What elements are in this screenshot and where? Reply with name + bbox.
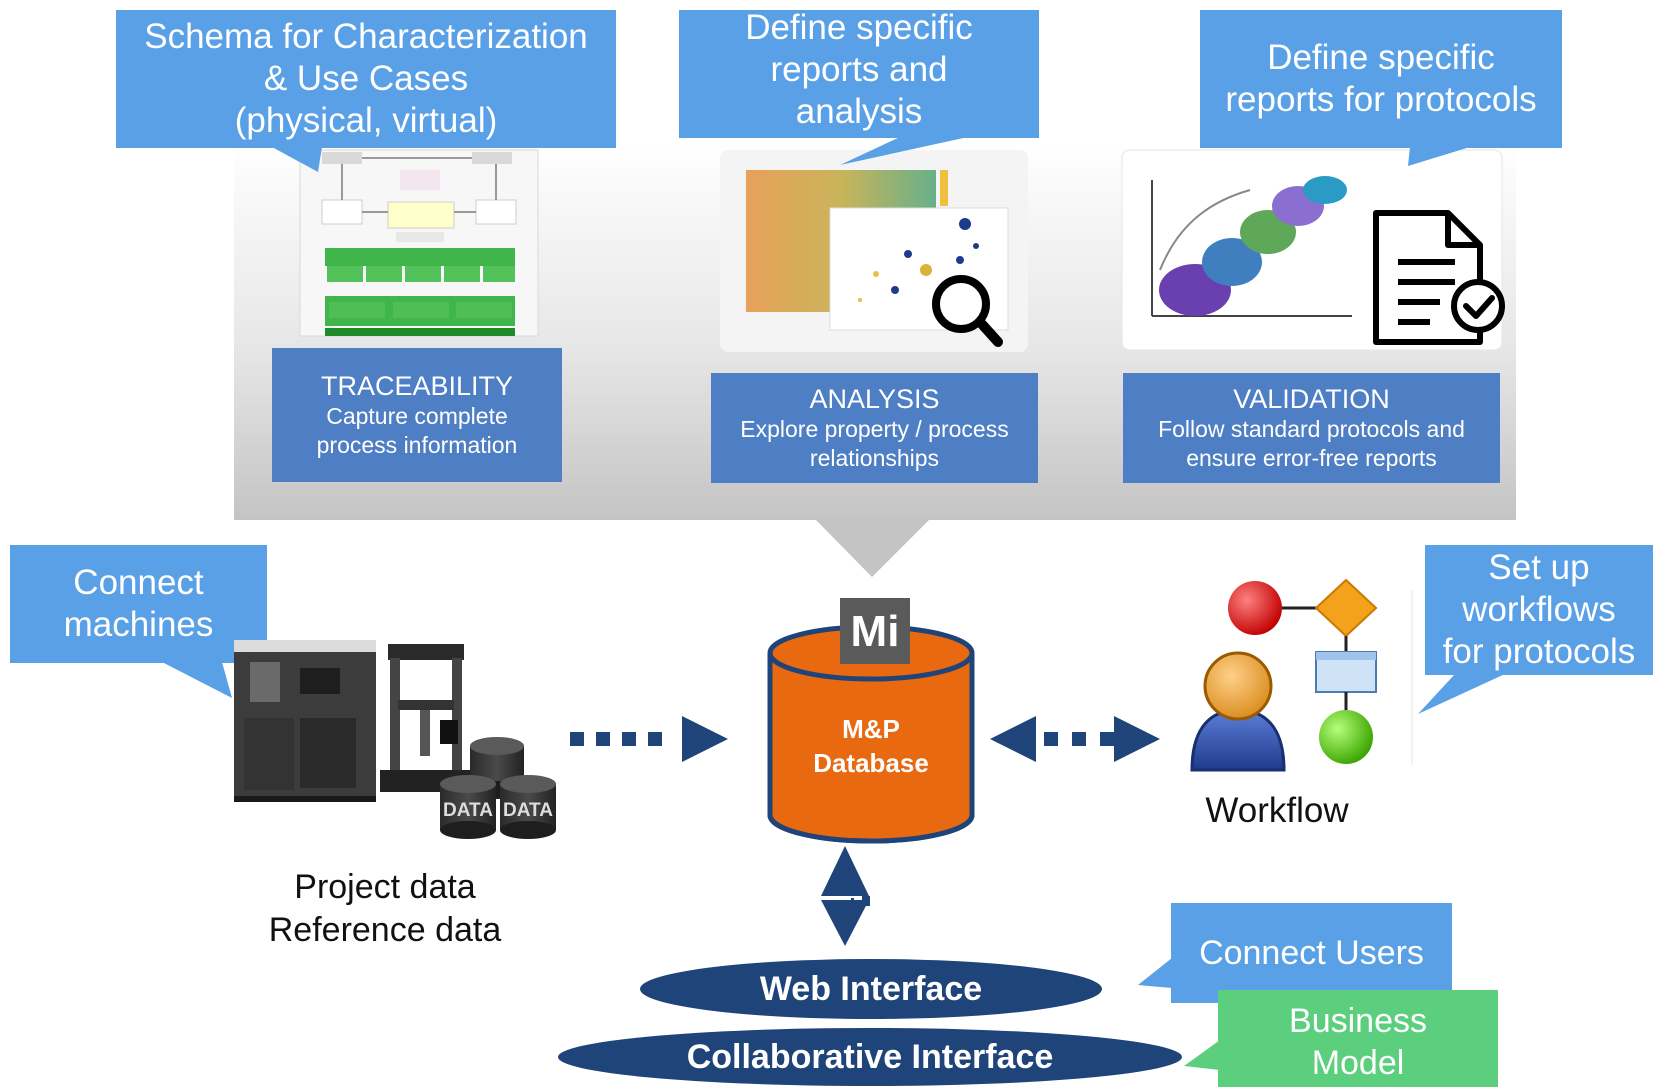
- traceability-subtitle: Capture complete process information: [316, 403, 518, 458]
- arrow-db-workflow: [990, 716, 1160, 762]
- callout-schema-text: Schema for Characterization & Use Cases …: [144, 17, 588, 140]
- database-cylinder: [767, 598, 975, 844]
- callout-reports-analysis-text: Define specific reports and analysis: [745, 8, 973, 131]
- analysis-subtitle: Explore property / process relationships: [740, 416, 1009, 471]
- analysis-box: ANALYSIS Explore property / process rela…: [711, 373, 1038, 483]
- workflow-diagram-icon: [1228, 578, 1413, 765]
- callout-connect-machines: [10, 545, 267, 698]
- collaborative-interface-label[interactable]: Collaborative Interface: [686, 1038, 1054, 1076]
- arrow-machines-to-db: [570, 716, 728, 762]
- callout-workflows-text: Set up workflows for protocols: [1442, 548, 1636, 671]
- mi-logo: Mi: [850, 607, 900, 656]
- validation-title: VALIDATION: [1233, 384, 1390, 414]
- collaborative-interface-shape: [558, 1028, 1182, 1086]
- analysis-thumbnail: [720, 150, 1028, 352]
- traceability-box: TRACEABILITY Capture complete process in…: [272, 348, 562, 482]
- callout-connect-users: [1138, 903, 1452, 1003]
- workflow-label: Workflow: [1205, 791, 1349, 830]
- document-check-icon: [1373, 210, 1505, 345]
- callout-business-model: [1184, 990, 1498, 1087]
- traceability-title: TRACEABILITY: [320, 371, 514, 401]
- callout-connect-machines-text: Connect machines: [63, 563, 214, 644]
- analysis-title: ANALYSIS: [809, 384, 940, 414]
- validation-subtitle: Follow standard protocols and ensure err…: [1158, 416, 1465, 471]
- callout-reports-protocols: [1200, 10, 1562, 166]
- web-interface-shape: [640, 959, 1102, 1019]
- callout-reports-analysis: [679, 10, 1039, 165]
- project-data-label: Project data Reference data: [268, 868, 502, 949]
- callout-connect-users-text: Connect Users: [1199, 934, 1424, 972]
- database-label: M&P Database: [813, 714, 929, 778]
- data-tag-right: DATA: [503, 800, 553, 821]
- callout-workflows: [1418, 545, 1653, 714]
- data-cylinder-icon: [440, 737, 556, 839]
- test-frame-image: [380, 644, 472, 792]
- data-tag-left: DATA: [443, 800, 493, 821]
- web-interface-label[interactable]: Web Interface: [759, 970, 983, 1008]
- machine-image: [234, 640, 376, 802]
- callout-reports-protocols-text: Define specific reports for protocols: [1225, 38, 1537, 119]
- schema-thumbnail: [299, 149, 539, 337]
- magnifier-icon: [932, 275, 1003, 347]
- user-icon: [1190, 651, 1286, 772]
- callout-business-model-text: Business Model: [1289, 1001, 1427, 1082]
- arrow-db-interface: [821, 846, 870, 946]
- callout-schema: [116, 10, 616, 172]
- validation-box: VALIDATION Follow standard protocols and…: [1123, 373, 1500, 483]
